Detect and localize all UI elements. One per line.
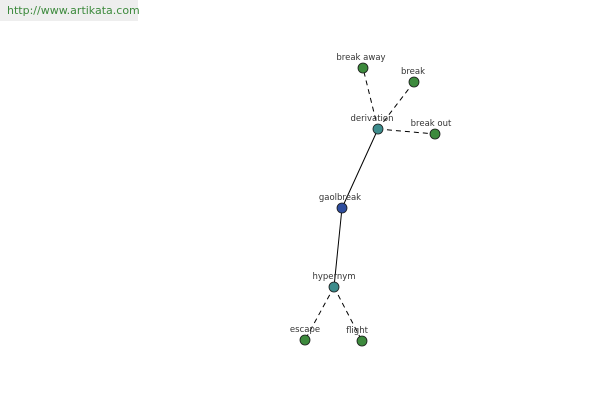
edge-derivation-break_away bbox=[362, 67, 379, 130]
node-derivation[interactable]: derivation bbox=[350, 114, 394, 135]
node-flight[interactable]: flight bbox=[346, 326, 369, 347]
node-label: escape bbox=[290, 325, 320, 335]
node-label: hypernym bbox=[312, 272, 355, 282]
node-break-out[interactable]: break out bbox=[411, 119, 452, 140]
node-dot[interactable] bbox=[336, 202, 348, 214]
node-label: break away bbox=[336, 53, 385, 63]
node-dot[interactable] bbox=[357, 62, 369, 74]
node-label: derivation bbox=[350, 114, 393, 124]
node-hypernym[interactable]: hypernym bbox=[312, 272, 356, 293]
node-break-away[interactable]: break away bbox=[336, 53, 386, 74]
node-dot[interactable] bbox=[299, 334, 311, 346]
node-dot[interactable] bbox=[328, 281, 340, 293]
edges-layer bbox=[304, 67, 436, 342]
edge-gaolbreak-hypernym bbox=[333, 207, 343, 288]
node-dot[interactable] bbox=[408, 76, 420, 88]
watermark-banner: http://www.artikata.com bbox=[0, 0, 140, 21]
node-dot[interactable] bbox=[372, 123, 384, 135]
node-label: break bbox=[401, 67, 425, 77]
node-dot[interactable] bbox=[429, 128, 441, 140]
edge-gaolbreak-derivation bbox=[341, 128, 379, 209]
node-gaolbreak[interactable]: gaolbreak bbox=[319, 193, 361, 214]
edge-derivation-break bbox=[377, 81, 415, 130]
node-escape[interactable]: escape bbox=[290, 325, 320, 346]
node-dot[interactable] bbox=[356, 335, 368, 347]
nodes-layer: gaolbreak derivation hypernym break away bre… bbox=[290, 53, 452, 347]
node-label: gaolbreak bbox=[319, 193, 361, 203]
node-label: break out bbox=[411, 119, 452, 129]
node-label: flight bbox=[346, 326, 368, 336]
edge-hypernym-escape bbox=[304, 286, 335, 341]
watermark-url: http://www.artikata.com bbox=[7, 4, 140, 17]
edge-derivation-break_out bbox=[377, 128, 436, 135]
node-break[interactable]: break bbox=[401, 67, 425, 88]
edge-hypernym-flight bbox=[333, 286, 363, 342]
